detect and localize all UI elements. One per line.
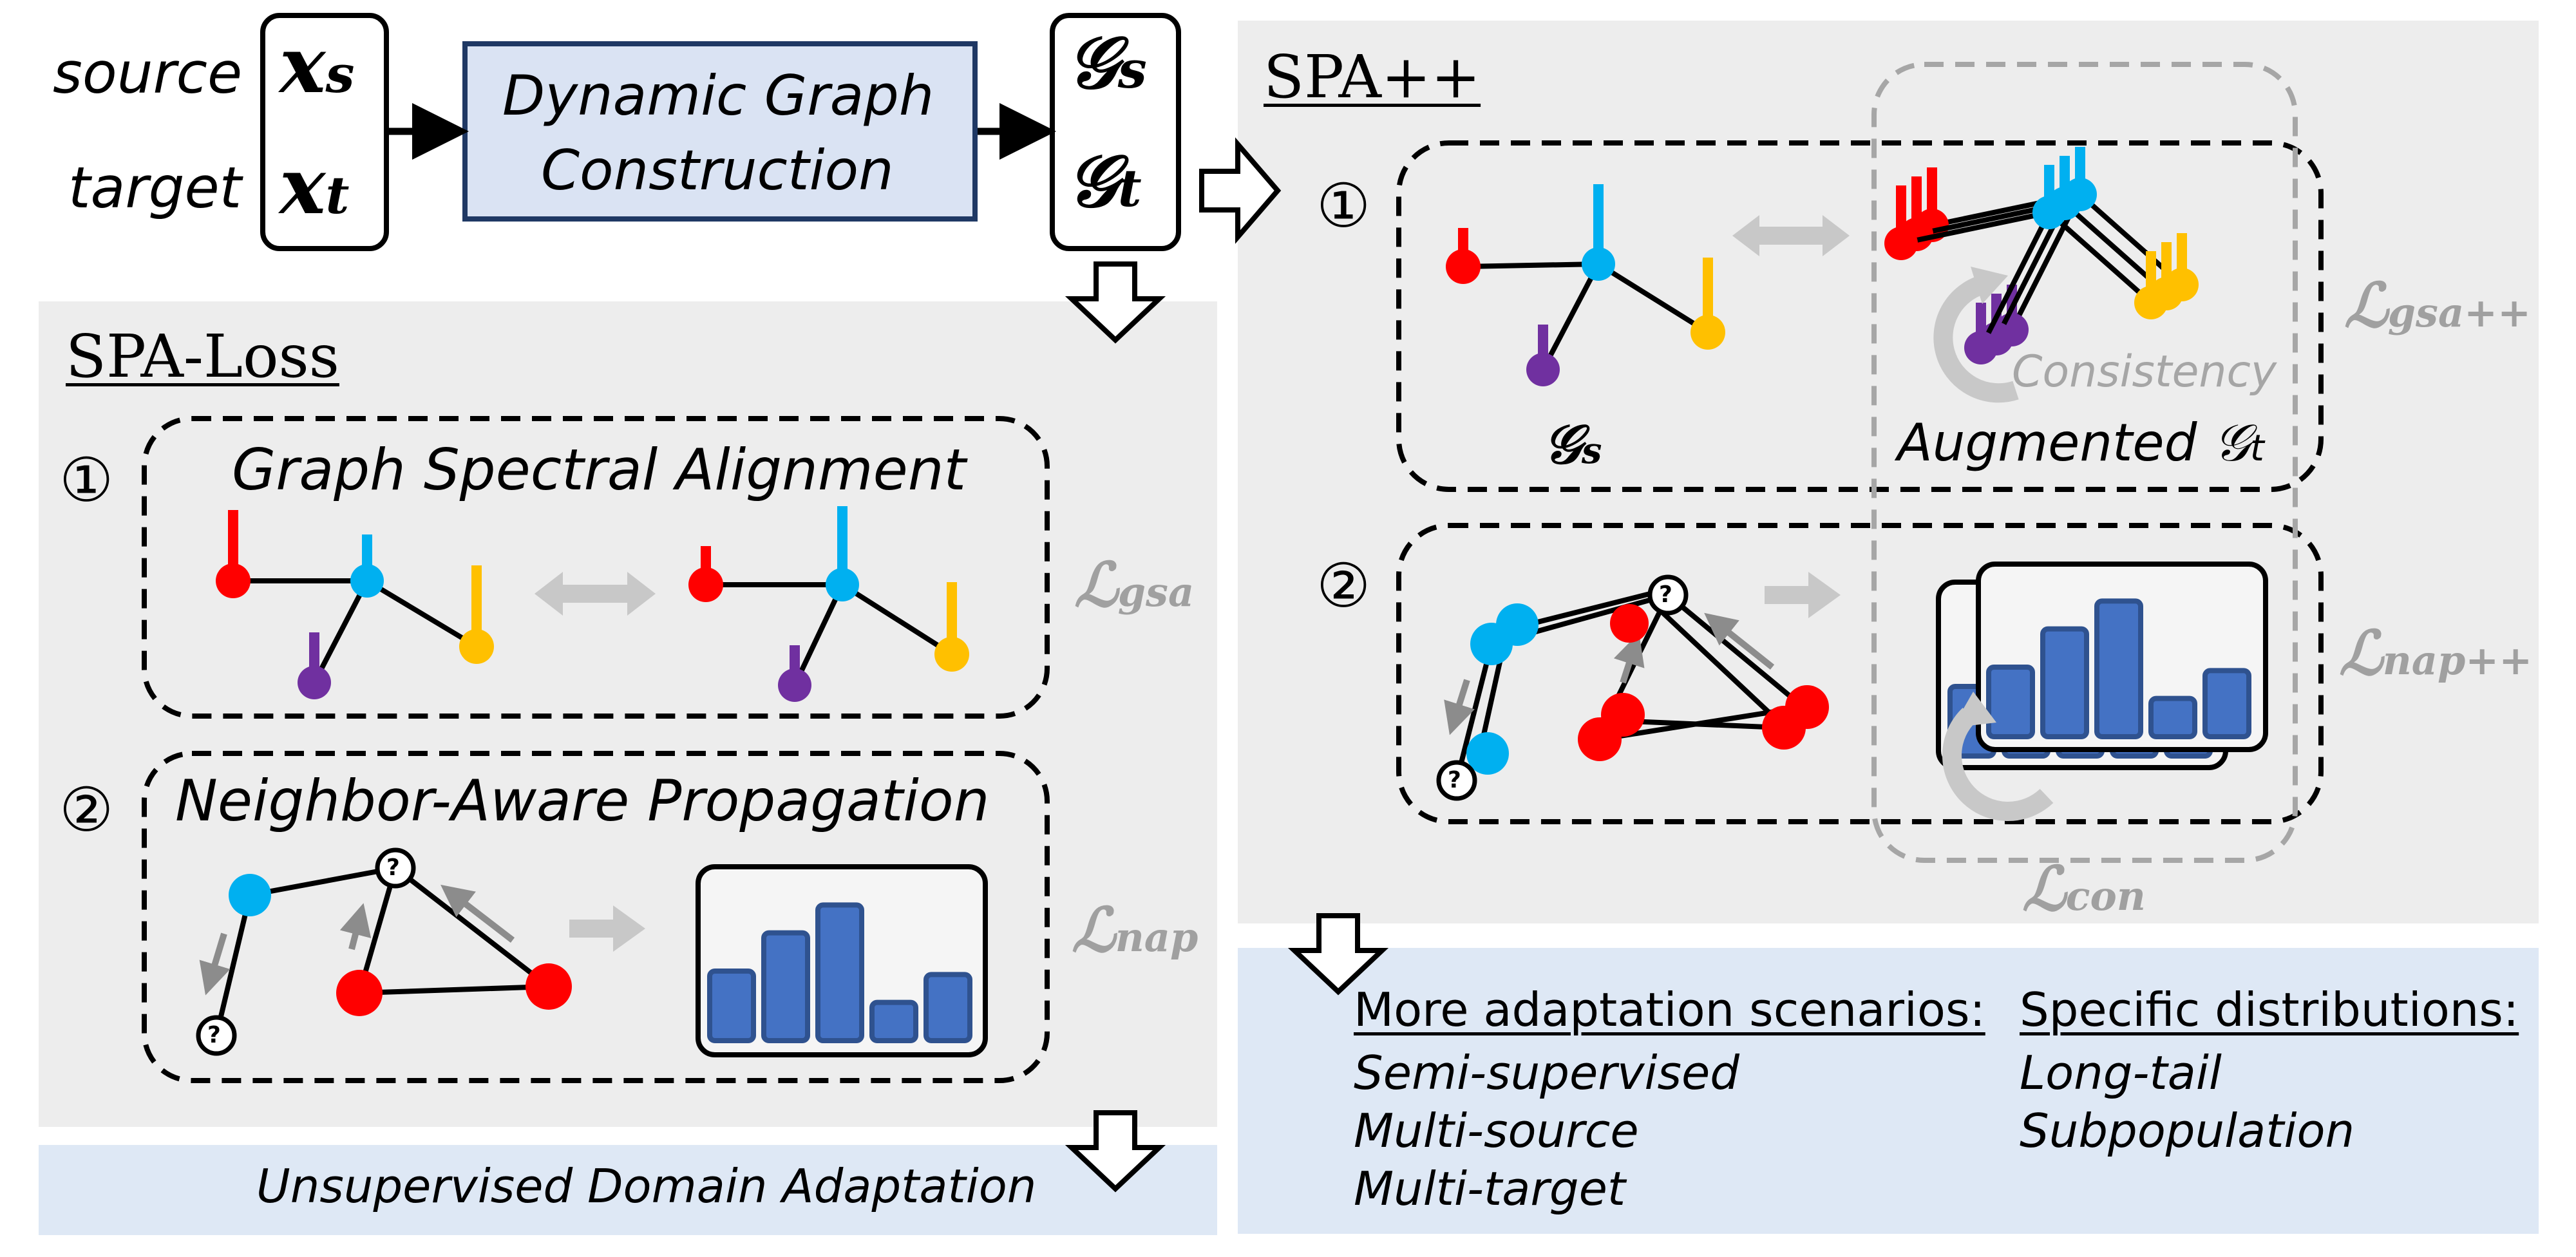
histogram-bar bbox=[707, 969, 756, 1043]
gsa-double-arrow bbox=[535, 572, 656, 616]
scenario-item: Multi-target bbox=[1354, 1162, 1626, 1216]
x-input-box bbox=[260, 13, 389, 251]
nap-unknown-node-1: ? bbox=[386, 855, 400, 881]
nap-pp-flow-arrow bbox=[1765, 572, 1841, 618]
gsa-graph-right bbox=[706, 582, 954, 686]
distributions-column: Specific distributions: Long-tail Subpop… bbox=[2020, 987, 2519, 1154]
distribution-item: Subpopulation bbox=[2020, 1104, 2355, 1158]
nap-pp-unknown-node-2: ? bbox=[1448, 767, 1461, 793]
scenario-item: Multi-source bbox=[1354, 1104, 1639, 1158]
nap-marker: ② bbox=[59, 775, 114, 846]
source-label: source bbox=[53, 40, 243, 106]
nap-pp-marker: ② bbox=[1316, 551, 1371, 621]
gs-symbol: 𝒢s bbox=[1066, 21, 1147, 105]
consistency-dashed-box bbox=[1871, 62, 2298, 863]
histogram-bar bbox=[923, 972, 972, 1044]
histogram-bar bbox=[2148, 695, 2197, 739]
gsa-dashed-box bbox=[142, 416, 1050, 719]
histogram-bar bbox=[2040, 626, 2089, 739]
hollow-arrow-down-3 bbox=[1287, 913, 1389, 996]
uda-label: Unsupervised Domain Adaptation bbox=[256, 1159, 1037, 1213]
loss-gsa-pp: ℒgsa++ bbox=[2344, 270, 2532, 341]
gsa-pp-double-arrow bbox=[1732, 215, 1850, 256]
histogram-bar bbox=[1986, 665, 2035, 739]
loss-nap-pp: ℒnap++ bbox=[2339, 618, 2533, 689]
nap-pp-curved-arrow bbox=[1942, 708, 2054, 821]
distributions-header: Specific distributions: bbox=[2020, 983, 2519, 1037]
uda-panel bbox=[39, 1145, 1217, 1235]
nap-title: Neighbor-Aware Propagation bbox=[175, 768, 990, 834]
loss-con: ℒcon bbox=[2022, 854, 2146, 925]
gsa-graph-left bbox=[233, 578, 478, 684]
loss-gsa: ℒgsa bbox=[1074, 550, 1195, 621]
distribution-item: Long-tail bbox=[2020, 1046, 2222, 1100]
nap-pp-unknown-node-1: ? bbox=[1659, 581, 1672, 608]
nap-propagation-arrows bbox=[199, 884, 515, 996]
scenarios-header: More adaptation scenarios: bbox=[1354, 983, 1985, 1037]
histogram-bar bbox=[869, 999, 918, 1043]
consistency-curved-arrow bbox=[1933, 274, 2019, 403]
spa-pp-panel bbox=[1238, 21, 2539, 923]
dgc-line1: Dynamic Graph bbox=[502, 64, 934, 128]
gs-pp-label: 𝒢s bbox=[1543, 412, 1602, 476]
nap-pp-propagation-arrows bbox=[1444, 612, 1775, 735]
nap-graph bbox=[214, 865, 551, 1036]
scenarios-column: More adaptation scenarios: Semi-supervis… bbox=[1354, 987, 1985, 1212]
histogram-bar bbox=[2202, 668, 2251, 740]
gsa-marker: ① bbox=[59, 446, 114, 516]
scenarios-panel bbox=[1238, 948, 2539, 1234]
hollow-arrow-down-2 bbox=[1065, 1110, 1166, 1193]
xs-symbol: 𝒙s bbox=[279, 20, 355, 111]
scenario-item: Semi-supervised bbox=[1354, 1046, 1739, 1100]
nap-dashed-box bbox=[142, 751, 1050, 1083]
dgc-line2: Construction bbox=[541, 138, 894, 203]
augmented-gt-graph bbox=[1884, 147, 2199, 364]
gsa-pp-dashed-box bbox=[1396, 140, 2324, 492]
nap-unknown-node-2: ? bbox=[207, 1022, 221, 1048]
gsa-pp-marker: ① bbox=[1316, 171, 1371, 241]
xt-symbol: 𝒙t bbox=[279, 141, 350, 232]
hollow-arrow-right bbox=[1199, 137, 1282, 244]
augmented-gt-label: Augmented 𝒢t bbox=[1897, 413, 2264, 473]
nap-flow-arrow bbox=[569, 905, 645, 952]
gsa-title: Graph Spectral Alignment bbox=[232, 437, 967, 503]
spa-loss-title: SPA-Loss bbox=[66, 322, 339, 391]
histogram-bar bbox=[2094, 598, 2143, 740]
spa-pp-title: SPA++ bbox=[1264, 43, 1481, 111]
loss-nap: ℒnap bbox=[1072, 895, 1198, 966]
histogram-bar bbox=[761, 930, 810, 1043]
target-label: target bbox=[68, 155, 242, 221]
consistency-label: Consistency bbox=[2012, 346, 2277, 397]
nap-pp-dashed-box bbox=[1396, 523, 2324, 824]
nap-bar-group bbox=[707, 902, 972, 1044]
gt-symbol: 𝒢t bbox=[1066, 139, 1142, 223]
gs-pp-graph bbox=[1463, 261, 1710, 371]
hollow-arrow-down-1 bbox=[1065, 261, 1166, 344]
histogram-bar bbox=[815, 902, 864, 1044]
nap-pp-bar-group bbox=[1986, 598, 2251, 740]
